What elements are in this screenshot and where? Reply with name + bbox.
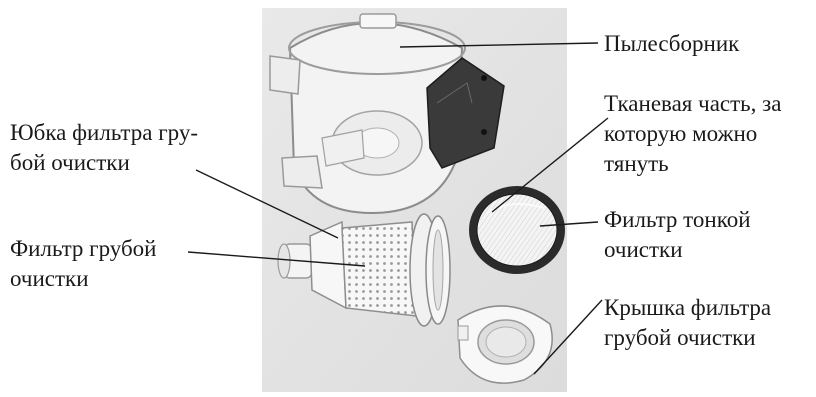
label-fabric-part-line-3: тянуть [604,150,781,177]
label-coarse-filter-line-1: Фильтр грубой [10,235,157,262]
label-dust-container-line-1: Пылесборник [604,30,739,57]
label-coarse-filter-cover-line-2: грубой очистки [604,324,771,351]
label-coarse-filter: Фильтр грубой очистки [10,235,157,292]
label-coarse-filter-skirt: Юбка фильтра гру- бой очистки [10,119,198,176]
product-photo [262,8,567,392]
label-coarse-filter-skirt-line-2: бой очистки [10,149,198,176]
label-fabric-part-line-1: Тканевая часть, за [604,90,781,117]
label-fine-filter: Фильтр тонкой очистки [604,206,751,263]
label-dust-container: Пылесборник [604,30,739,57]
fine-filter [469,186,565,274]
label-coarse-filter-skirt-line-1: Юбка фильтра гру- [10,119,198,146]
label-fabric-part-line-2: которую можно [604,120,781,147]
label-coarse-filter-line-2: очистки [10,265,157,292]
label-fabric-part: Тканевая часть, за которую можно тянуть [604,90,781,177]
label-coarse-filter-cover-line-1: Крышка фильтра [604,294,771,321]
label-fine-filter-line-1: Фильтр тонкой [604,206,751,233]
label-coarse-filter-cover: Крышка фильтра грубой очистки [604,294,771,351]
label-fine-filter-line-2: очистки [604,236,751,263]
